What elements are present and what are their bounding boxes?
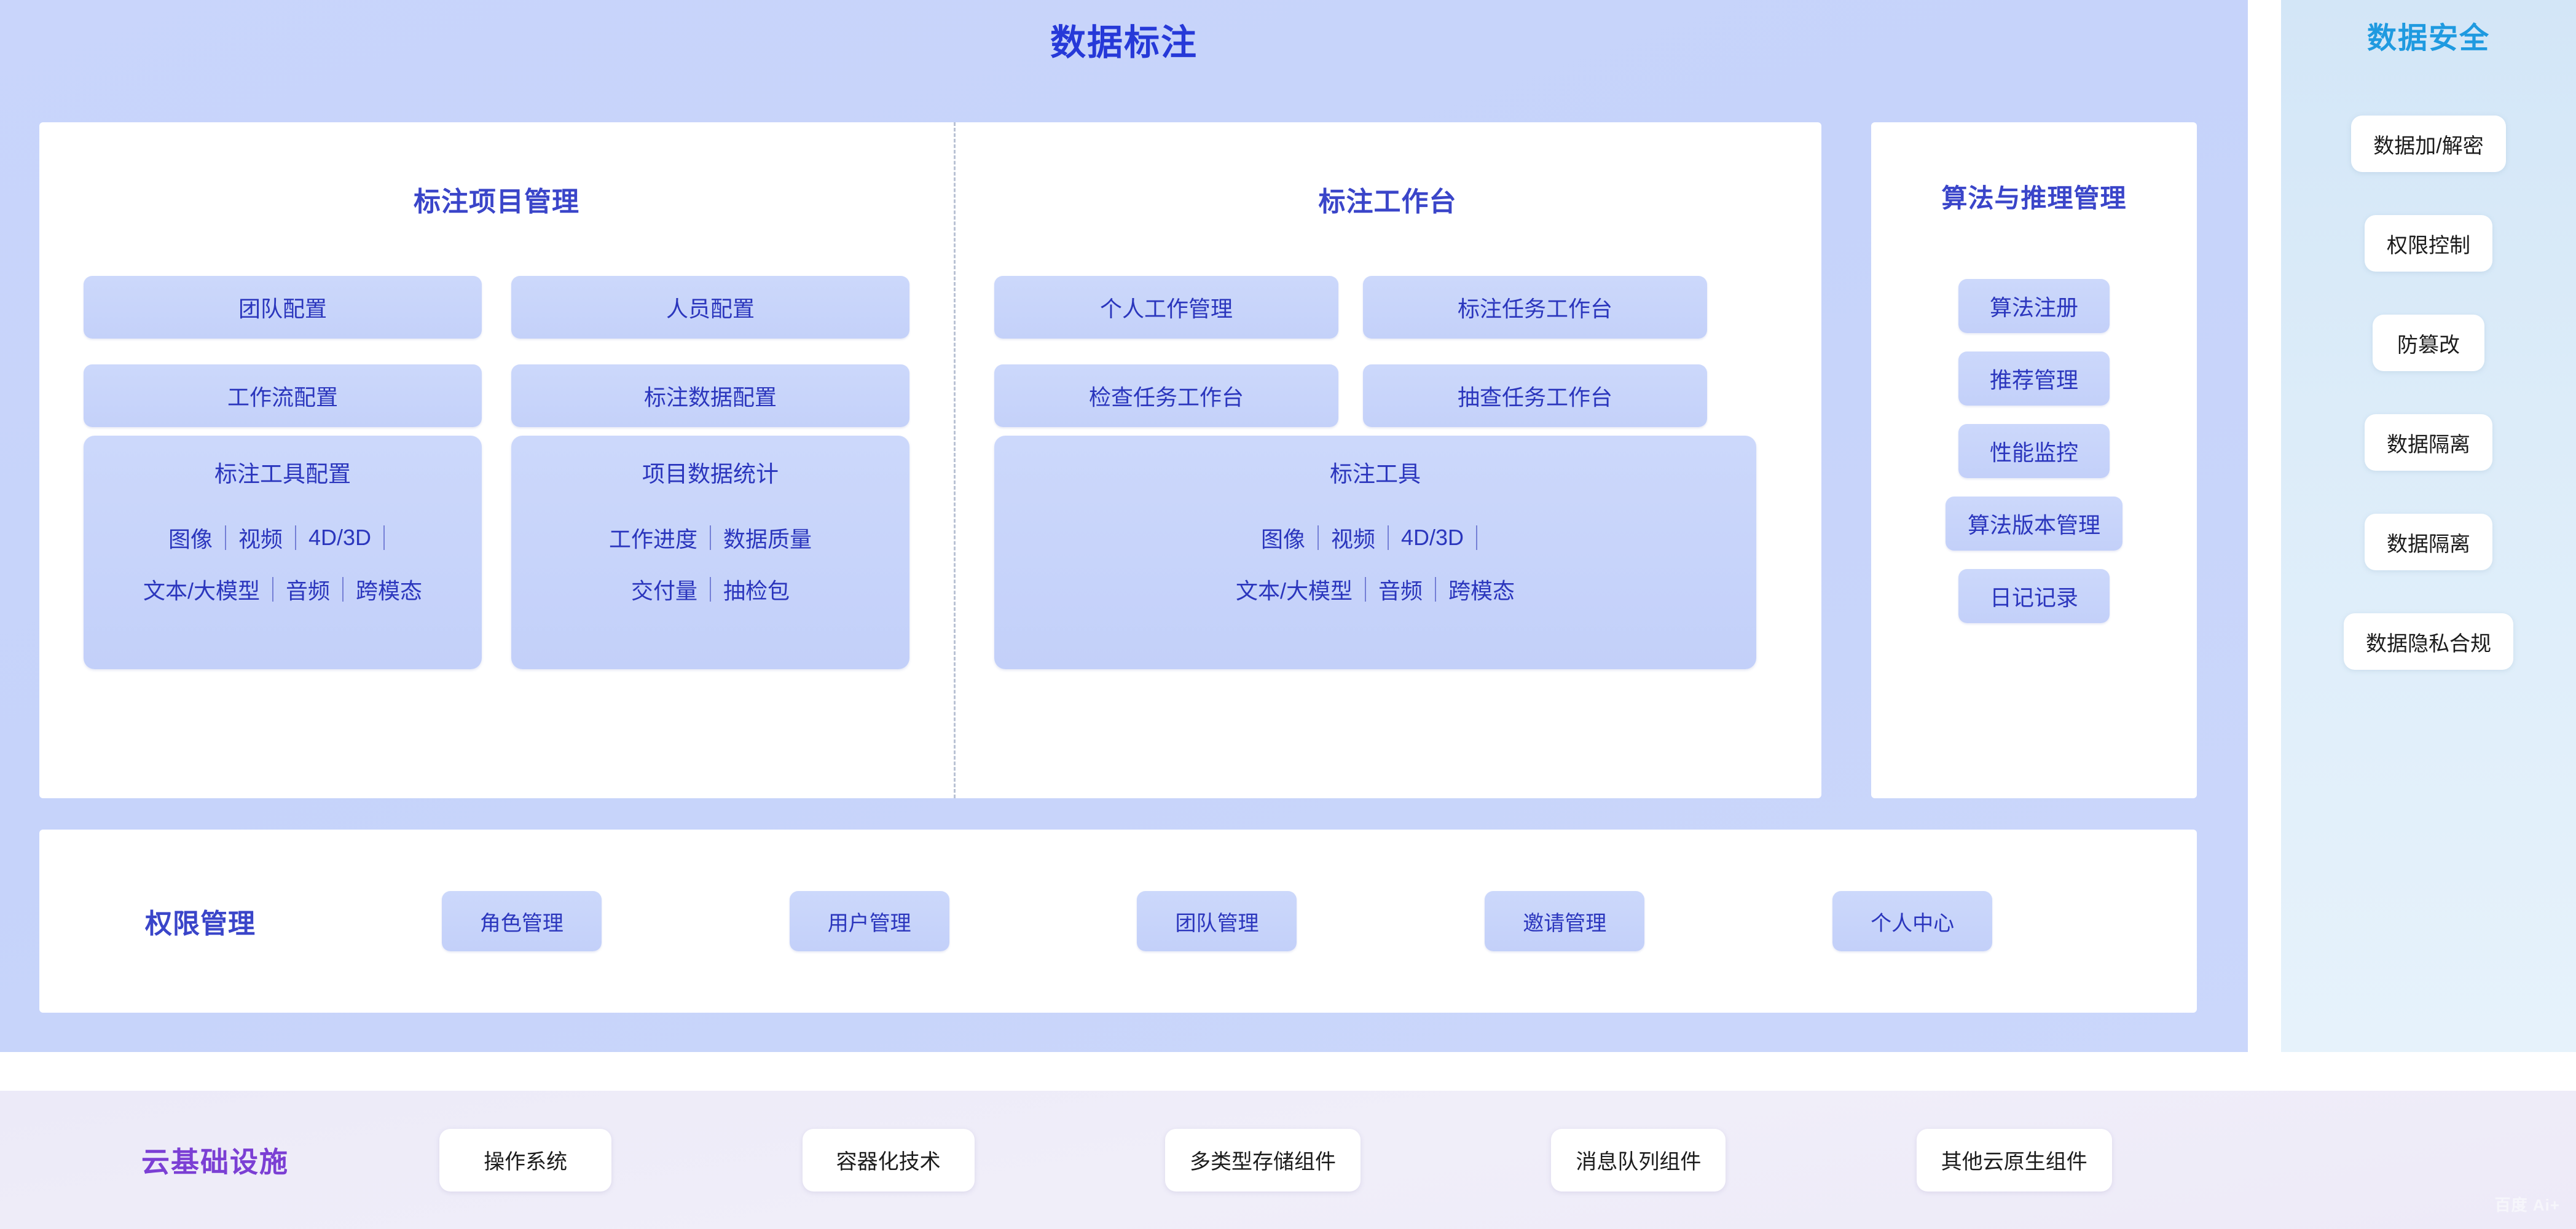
project-management-column: 标注项目管理 团队配置 人员配置 工作流配置 标注数据配置 标注工具配置 图像 … — [39, 122, 954, 798]
annotation-workbench-card: 标注项目管理 团队配置 人员配置 工作流配置 标注数据配置 标注工具配置 图像 … — [39, 122, 1821, 798]
permission-item-team-management[interactable]: 团队管理 — [1137, 891, 1297, 951]
tag-delivery-volume[interactable]: 交付量 — [630, 578, 697, 603]
annotation-tools-row-1: 图像 视频 4D/3D — [1261, 522, 1490, 554]
cloud-infrastructure-item-list: 操作系统 容器化技术 多类型存储组件 消息队列组件 其他云原生组件 — [344, 1128, 2576, 1192]
algo-item-register[interactable]: 算法注册 — [1958, 279, 2110, 333]
tag-text-llm[interactable]: 文本/大模型 — [143, 578, 260, 603]
pill-annotation-task-workbench[interactable]: 标注任务工作台 — [1363, 276, 1707, 339]
tag-audio[interactable]: 音频 — [285, 578, 330, 603]
separator-icon — [342, 577, 344, 602]
tag-work-progress[interactable]: 工作进度 — [608, 527, 697, 552]
separator-icon — [294, 525, 296, 550]
separator-icon — [224, 525, 226, 550]
tag-4d3d[interactable]: 4D/3D — [1400, 525, 1464, 550]
data-security-title: 数据安全 — [2366, 22, 2490, 55]
annotation-tool-config-row-2: 文本/大模型 音频 跨模态 — [143, 573, 422, 605]
tag-data-quality[interactable]: 数据质量 — [723, 527, 812, 552]
pill-personal-work-management[interactable]: 个人工作管理 — [994, 276, 1338, 339]
data-security-item-list: 数据加/解密 权限控制 防篡改 数据隔离 数据隔离 数据隐私合规 — [2281, 116, 2576, 670]
annotation-tools-title: 标注工具 — [1330, 461, 1421, 487]
separator-icon — [1476, 525, 1478, 550]
permission-item-user-management[interactable]: 用户管理 — [789, 891, 949, 951]
page-title: 数据标注 — [1050, 23, 1198, 63]
security-item-encryption[interactable]: 数据加/解密 — [2351, 116, 2506, 172]
data-annotation-panel: 数据标注 标注项目管理 团队配置 人员配置 工作流配置 标注数据配置 标注工具配… — [0, 0, 2248, 1052]
project-management-title: 标注项目管理 — [414, 187, 579, 217]
permission-item-list: 角色管理 用户管理 团队管理 邀请管理 个人中心 — [348, 891, 2197, 951]
tag-sampling-package[interactable]: 抽检包 — [723, 578, 790, 603]
annotation-tools-row-2: 文本/大模型 音频 跨模态 — [1236, 573, 1515, 605]
pill-workflow-config[interactable]: 工作流配置 — [84, 364, 482, 427]
watermark: 百度 Ai+ — [2494, 1196, 2560, 1214]
algorithm-inference-title: 算法与推理管理 — [1941, 184, 2127, 213]
tag-image[interactable]: 图像 — [168, 527, 213, 552]
permission-item-role-management[interactable]: 角色管理 — [441, 891, 602, 951]
separator-icon — [710, 525, 711, 550]
security-item-privacy-compliance[interactable]: 数据隐私合规 — [2344, 613, 2513, 670]
workbench-pill-grid: 个人工作管理 标注任务工作台 检查任务工作台 抽查任务工作台 — [994, 276, 1787, 427]
project-data-statistics-row-1: 工作进度 数据质量 — [609, 522, 812, 554]
separator-icon — [710, 577, 711, 602]
pill-review-task-workbench[interactable]: 检查任务工作台 — [994, 364, 1338, 427]
cloud-infrastructure-panel: 云基础设施 操作系统 容器化技术 多类型存储组件 消息队列组件 其他云原生组件 … — [0, 1091, 2576, 1229]
data-security-panel: 数据安全 数据加/解密 权限控制 防篡改 数据隔离 数据隔离 数据隐私合规 — [2281, 0, 2576, 1052]
separator-icon — [383, 525, 385, 550]
pill-member-config[interactable]: 人员配置 — [511, 276, 909, 339]
permission-item-personal-center[interactable]: 个人中心 — [1832, 891, 1993, 951]
cloud-item-message-queue[interactable]: 消息队列组件 — [1551, 1128, 1726, 1192]
project-data-statistics-row-2: 交付量 抽检包 — [631, 573, 790, 605]
algo-item-log-records[interactable]: 日记记录 — [1958, 569, 2110, 623]
cloud-infrastructure-title: 云基础设施 — [141, 1145, 289, 1178]
column-divider — [954, 122, 956, 798]
project-pill-grid: 团队配置 人员配置 工作流配置 标注数据配置 — [84, 276, 909, 427]
cloud-item-other-cloud-native[interactable]: 其他云原生组件 — [1916, 1128, 2112, 1192]
annotation-tools-box[interactable]: 标注工具 图像 视频 4D/3D 文本/大模型 音频 跨模态 — [994, 436, 1756, 669]
cloud-item-containerization[interactable]: 容器化技术 — [802, 1128, 975, 1192]
algo-item-recommendation[interactable]: 推荐管理 — [1958, 351, 2110, 406]
tag-4d3d[interactable]: 4D/3D — [308, 525, 372, 550]
permission-management-card: 权限管理 角色管理 用户管理 团队管理 邀请管理 个人中心 — [39, 830, 2197, 1013]
algo-item-performance-monitor[interactable]: 性能监控 — [1958, 424, 2110, 478]
tag-text-llm[interactable]: 文本/大模型 — [1235, 578, 1353, 603]
permission-management-title: 权限管理 — [145, 909, 256, 939]
security-item-access-control[interactable]: 权限控制 — [2365, 215, 2492, 272]
annotation-tool-config-box[interactable]: 标注工具配置 图像 视频 4D/3D 文本/大模型 音频 跨 — [84, 436, 482, 669]
annotation-tool-config-row-1: 图像 视频 4D/3D — [168, 522, 397, 554]
tag-multimodal[interactable]: 跨模态 — [1448, 578, 1515, 603]
security-item-tamper-proof[interactable]: 防篡改 — [2373, 315, 2484, 371]
tag-video[interactable]: 视频 — [1330, 527, 1375, 552]
permission-item-invite-management[interactable]: 邀请管理 — [1485, 891, 1645, 951]
top-region: 数据标注 标注项目管理 团队配置 人员配置 工作流配置 标注数据配置 标注工具配… — [0, 0, 2576, 1052]
cloud-item-operating-system[interactable]: 操作系统 — [439, 1128, 612, 1192]
cloud-item-storage-components[interactable]: 多类型存储组件 — [1164, 1128, 1361, 1192]
separator-icon — [1364, 577, 1366, 602]
pill-annotation-data-config[interactable]: 标注数据配置 — [511, 364, 909, 427]
separator-icon — [272, 577, 273, 602]
separator-icon — [1435, 577, 1436, 602]
tag-multimodal[interactable]: 跨模态 — [356, 578, 423, 603]
annotation-workbench-column: 标注工作台 个人工作管理 标注任务工作台 检查任务工作台 抽查任务工作台 标注工… — [954, 122, 1821, 798]
tag-audio[interactable]: 音频 — [1378, 578, 1423, 603]
annotation-workbench-title: 标注工作台 — [1318, 187, 1457, 217]
separator-icon — [1317, 525, 1319, 550]
pill-spotcheck-task-workbench[interactable]: 抽查任务工作台 — [1363, 364, 1707, 427]
project-data-statistics-box[interactable]: 项目数据统计 工作进度 数据质量 交付量 抽检包 — [511, 436, 909, 669]
algo-item-version-management[interactable]: 算法版本管理 — [1945, 497, 2122, 551]
project-data-statistics-title: 项目数据统计 — [642, 461, 779, 487]
tag-image[interactable]: 图像 — [1260, 527, 1305, 552]
security-item-data-isolation-2[interactable]: 数据隔离 — [2365, 514, 2492, 570]
algorithm-inference-card: 算法与推理管理 算法注册 推荐管理 性能监控 算法版本管理 日记记录 — [1871, 122, 2197, 798]
tag-video[interactable]: 视频 — [238, 527, 283, 552]
pill-team-config[interactable]: 团队配置 — [84, 276, 482, 339]
security-item-data-isolation-1[interactable]: 数据隔离 — [2365, 414, 2492, 471]
annotation-tool-config-title: 标注工具配置 — [214, 461, 351, 487]
separator-icon — [1387, 525, 1389, 550]
algorithm-item-list: 算法注册 推荐管理 性能监控 算法版本管理 日记记录 — [1871, 279, 2197, 623]
